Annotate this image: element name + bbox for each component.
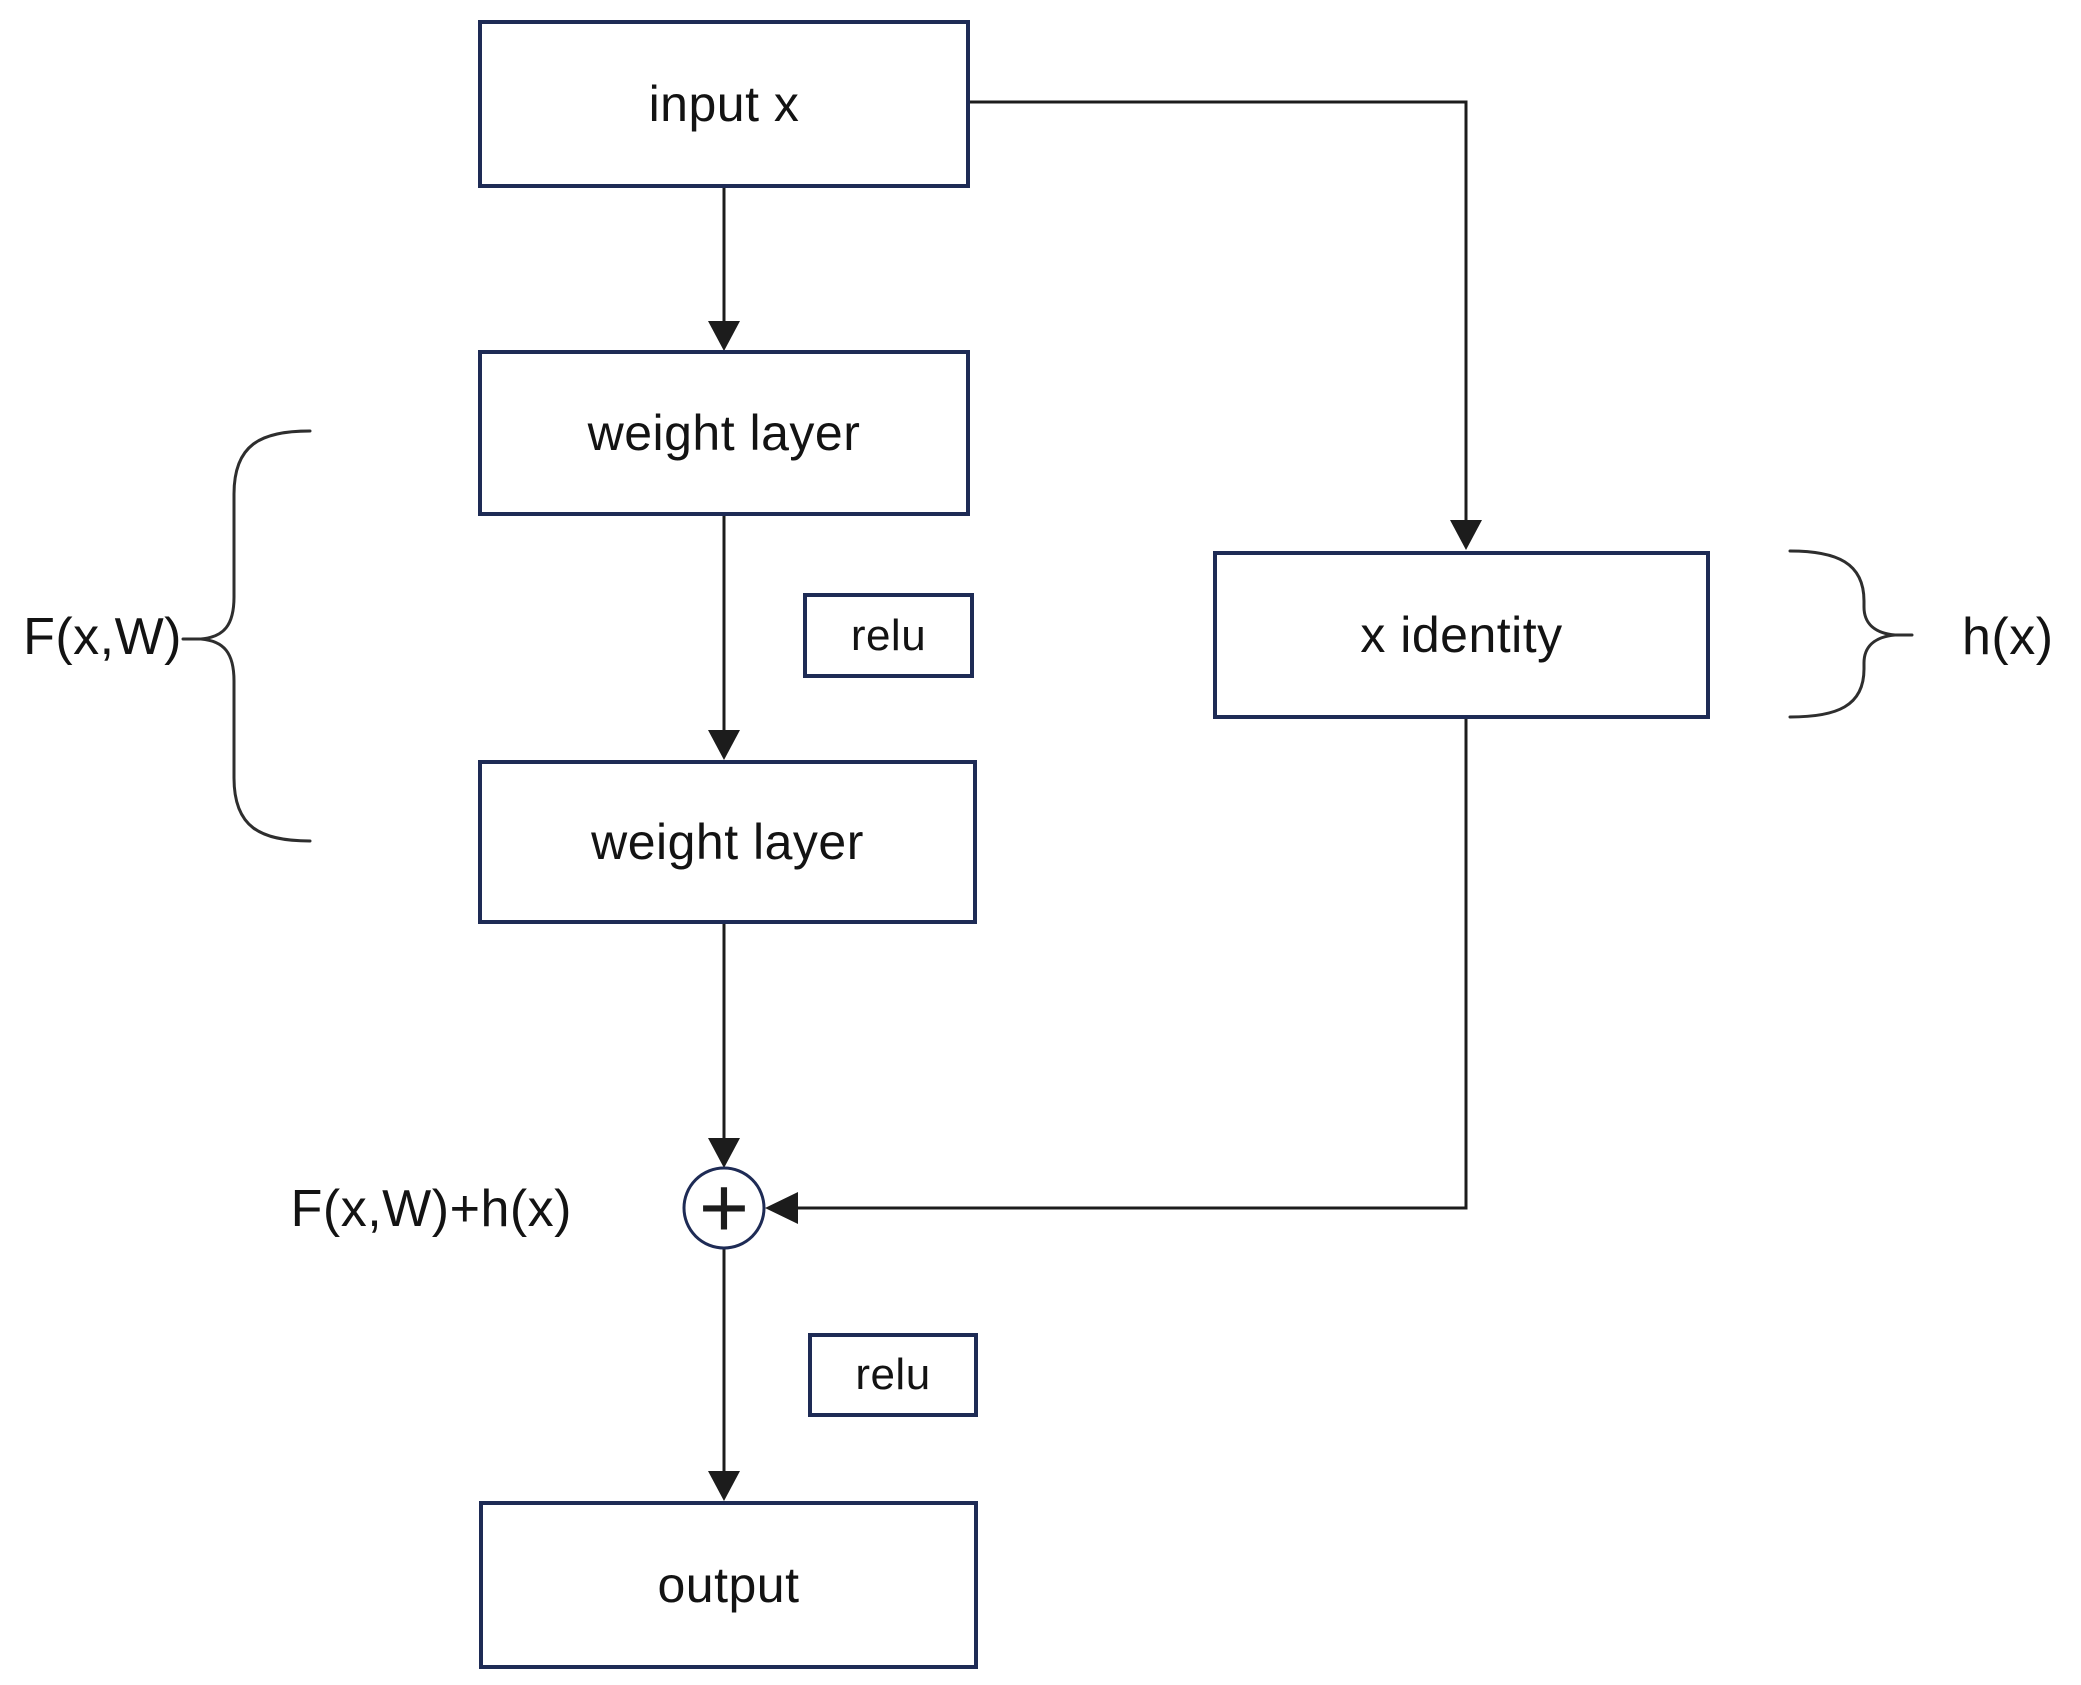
node-x-identity: x identity [1213,551,1710,719]
arrowhead-down-icon [708,730,740,760]
edge-sum-to-output [708,1248,740,1501]
arrowhead-down-icon [708,1138,740,1168]
edge-input-to-identity [968,100,1482,550]
arrowhead-left-icon [765,1192,798,1224]
plus-icon: + [698,1159,750,1256]
identity-function-label: h(x) [1962,608,2054,666]
identity-branch-brace [1788,549,1914,719]
arrowhead-down-icon [1450,520,1482,550]
arrowhead-down-icon [708,1471,740,1501]
edge-input-to-weight1 [708,188,740,351]
residual-branch-brace [181,429,312,843]
node-input: input x [478,20,970,188]
edge-weight1-to-weight2 [708,515,740,760]
node-relu-1: relu [803,593,974,678]
node-output: output [479,1501,978,1669]
edge-identity-to-sum [765,719,1468,1224]
node-relu-2: relu [808,1333,978,1417]
edge-weight2-to-sum [708,924,740,1168]
sum-expression-label: F(x,W)+h(x) [290,1180,572,1238]
arrowhead-down-icon [708,321,740,351]
sum-node-circle [682,1166,766,1250]
residual-function-label: F(x,W) [23,608,182,666]
node-weight-layer-1: weight layer [478,350,970,516]
node-weight-layer-2: weight layer [478,760,977,924]
